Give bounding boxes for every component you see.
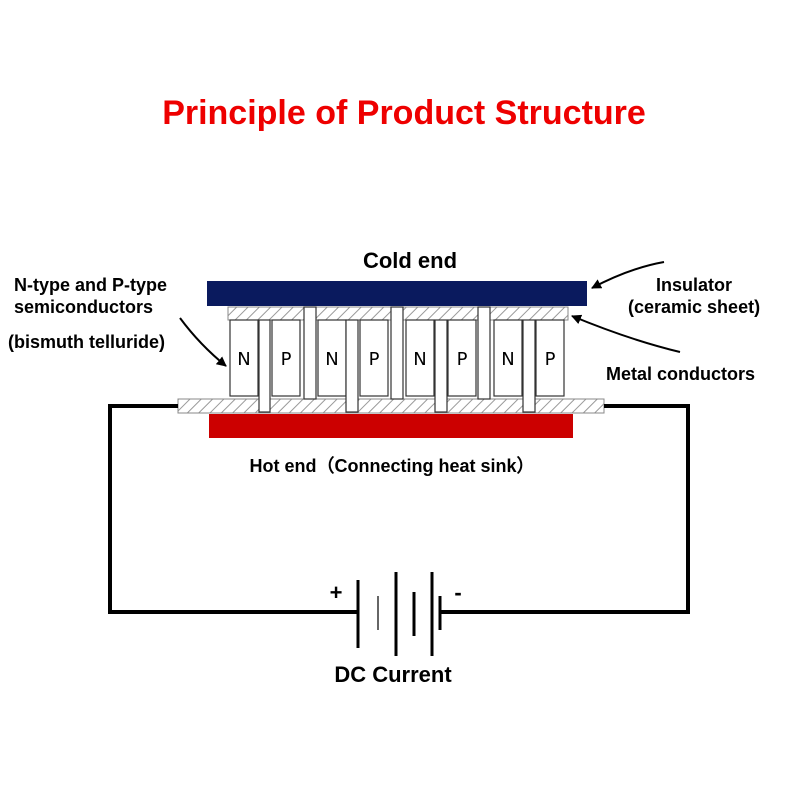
semiconductor-type-label: P: [281, 349, 292, 370]
semiconductor-type-label: N: [237, 349, 250, 370]
semiconductor-cell: [405, 319, 435, 397]
semiconductor-type-label: N: [501, 349, 514, 370]
semiconductor-cell: [229, 319, 259, 397]
cold-end-plate: [207, 281, 587, 306]
page-title: Principle of Product Structure: [162, 94, 646, 132]
semiconductor-label-line1: N-type and P-type: [14, 275, 167, 295]
top-conductor: [227, 306, 305, 321]
semiconductor-arrow: [179, 317, 227, 367]
connector-post: [390, 306, 404, 400]
semiconductor-type-label: P: [369, 349, 380, 370]
bottom-metal-conductors: [177, 398, 605, 414]
circuit-wire-right: [440, 404, 690, 614]
negative-terminal-label: -: [454, 580, 461, 605]
connector-posts: [258, 306, 536, 413]
metal-conductors-arrow: [571, 314, 681, 353]
connector-post: [434, 319, 448, 413]
insulator-label-line2: (ceramic sheet): [628, 297, 760, 317]
insulator-arrow: [591, 261, 665, 289]
semiconductor-cell: [493, 319, 523, 397]
insulator-label-line1: Insulator: [656, 275, 732, 295]
positive-terminal-label: +: [330, 580, 343, 605]
semiconductor-cell: [271, 319, 301, 397]
metal-conductors-label: Metal conductors: [606, 364, 755, 384]
semiconductor-type-label: N: [325, 349, 338, 370]
semiconductor-type-label: P: [545, 349, 556, 370]
connector-post: [258, 319, 271, 413]
connector-post: [345, 319, 359, 413]
connector-post: [522, 319, 536, 413]
battery-icon: [356, 572, 442, 656]
semiconductor-label-line2: semiconductors: [14, 297, 153, 317]
semiconductor-type-label: N: [413, 349, 426, 370]
semiconductor-cell: [359, 319, 389, 397]
hot-end-plate: [209, 414, 573, 438]
top-conductor: [489, 306, 569, 321]
connector-post: [303, 306, 317, 400]
connector-post: [477, 306, 491, 400]
circuit-wire-left: [108, 404, 358, 614]
semiconductor-cell: [535, 319, 565, 397]
semiconductor-type-label: P: [457, 349, 468, 370]
semiconductor-label-line3: (bismuth telluride): [8, 332, 165, 352]
hot-end-label: Hot end（Connecting heat sink）: [249, 456, 534, 476]
top-conductor: [315, 306, 392, 321]
semiconductor-array: N P N P N P N P: [229, 319, 565, 397]
semiconductor-cell: [447, 319, 477, 397]
cold-end-label: Cold end: [363, 248, 457, 273]
dc-current-label: DC Current: [334, 662, 452, 687]
top-conductor: [402, 306, 479, 321]
